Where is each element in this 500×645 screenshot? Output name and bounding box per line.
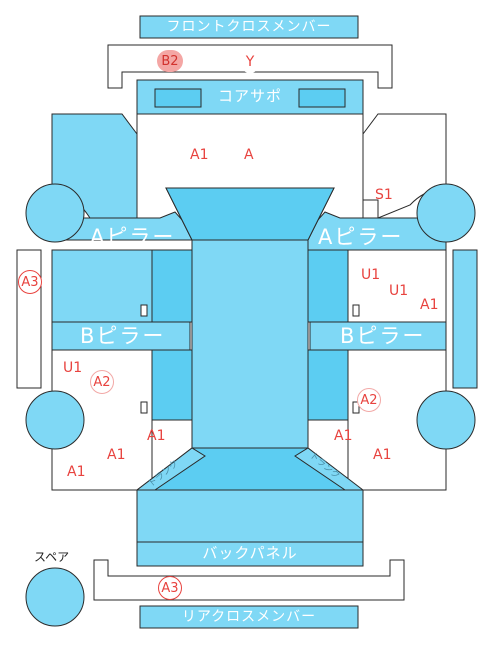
tire-front-left xyxy=(25,183,85,243)
sensor-box-left-rear xyxy=(140,401,148,414)
mark-left-rear-a1-mid: A1 xyxy=(107,447,126,463)
mark-front-b2: B2 xyxy=(157,50,183,72)
tire-front-right xyxy=(416,183,476,243)
mark-right-rear-a1-mid: A1 xyxy=(373,447,392,463)
sensor-box-right-front xyxy=(352,304,360,317)
left-door-panel xyxy=(51,249,153,323)
tire-rear-right xyxy=(416,390,476,450)
b-pillar-left-label: Bピラー xyxy=(80,324,166,348)
rear-cross-member-label: リアクロスメンバー xyxy=(181,609,317,625)
mark-left-rear-a1-bot: A1 xyxy=(67,464,86,480)
mark-rear-a3: A3 xyxy=(158,576,182,600)
rear-cross-member-bar xyxy=(139,605,359,629)
back-panel-label: バックパネル xyxy=(202,544,298,562)
mark-front-y: Y xyxy=(239,51,261,73)
mark-left-rear-a1-top: A1 xyxy=(147,428,166,444)
a-pillar-left-label: Aピラー xyxy=(90,225,176,249)
a-pillar-right-label: Aピラー xyxy=(318,225,404,249)
core-support-slot-right xyxy=(298,88,346,108)
windshield xyxy=(165,187,335,241)
mark-left-rear-u1: U1 xyxy=(63,360,83,376)
back-panel-bar xyxy=(136,541,364,567)
mark-left-rear-a2: A2 xyxy=(90,370,114,394)
mark-right-door-u1a: U1 xyxy=(361,267,381,283)
core-support-slot-left xyxy=(154,88,202,108)
sensor-box-left-front xyxy=(140,304,148,317)
mark-hood-a: A xyxy=(244,147,254,163)
right-rear-inner xyxy=(307,349,349,421)
tire-rear-left xyxy=(25,390,85,450)
front-cross-member-bar xyxy=(139,15,359,39)
spare-label: スペア xyxy=(34,550,70,564)
back-panel-upper xyxy=(136,489,364,543)
trunk-right-label: トランク xyxy=(307,450,342,482)
front-cross-member-label: フロントクロスメンバー xyxy=(166,19,332,35)
left-b-pillar xyxy=(51,321,191,351)
mark-right-rear-a1-top: A1 xyxy=(334,428,353,444)
mark-right-door-u1b: U1 xyxy=(389,283,409,299)
spare-tire xyxy=(25,567,85,627)
mark-right-front-s1: S1 xyxy=(375,187,393,203)
mark-right-rear-a2: A2 xyxy=(357,388,381,412)
b-pillar-right-label: Bピラー xyxy=(340,324,426,348)
right-door-panel xyxy=(347,249,447,323)
trunk-left-label: トランク xyxy=(146,458,181,490)
mark-hood-a1: A1 xyxy=(190,147,209,163)
core-support-label: コアサポ xyxy=(217,87,282,105)
left-rear-inner xyxy=(151,349,193,421)
right-side-strip xyxy=(452,249,478,389)
mark-left-edge-a3: A3 xyxy=(18,270,42,294)
right-b-pillar xyxy=(309,321,447,351)
mark-right-door-a1: A1 xyxy=(420,297,439,313)
